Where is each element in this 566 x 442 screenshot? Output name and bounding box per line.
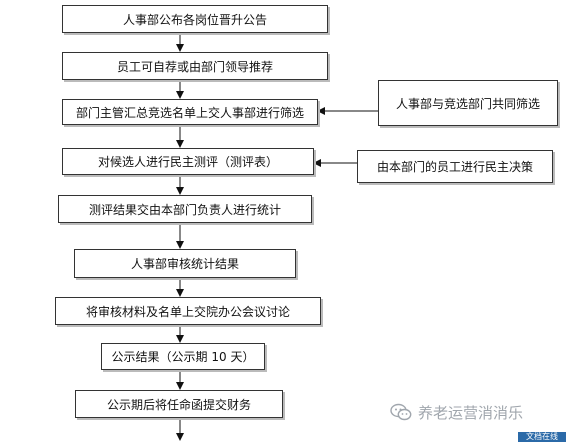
- side-note-democratic-decision: 由本部门的员工进行民主决策: [357, 150, 553, 183]
- flow-step-8: 公示结果（公示期 10 天）: [101, 343, 265, 370]
- watermark-text: 养老运营消消乐: [418, 403, 524, 422]
- flow-step-2: 员工可自荐或由部门领导推荐: [62, 52, 328, 80]
- wechat-icon: [390, 403, 412, 421]
- flow-step-4: 对候选人进行民主测评（测评表）: [62, 148, 314, 175]
- flow-step-6: 人事部审核统计结果: [74, 249, 296, 278]
- flow-step-5: 测评结果交由本部门负责人进行统计: [58, 195, 312, 223]
- flow-step-3: 部门主管汇总竞选名单上交人事部进行筛选: [62, 99, 318, 125]
- flow-step-1: 人事部公布各岗位晋升公告: [62, 5, 328, 33]
- flow-step-7: 将审核材料及名单上交院办公会议讨论: [55, 297, 321, 325]
- watermark: 养老运营消消乐: [390, 400, 523, 424]
- side-note-joint-screening: 人事部与竞选部门共同筛选: [378, 80, 558, 126]
- watermark-corner-badge: 文档在线: [518, 432, 566, 442]
- flow-step-9: 公示期后将任命函提交财务: [75, 390, 283, 418]
